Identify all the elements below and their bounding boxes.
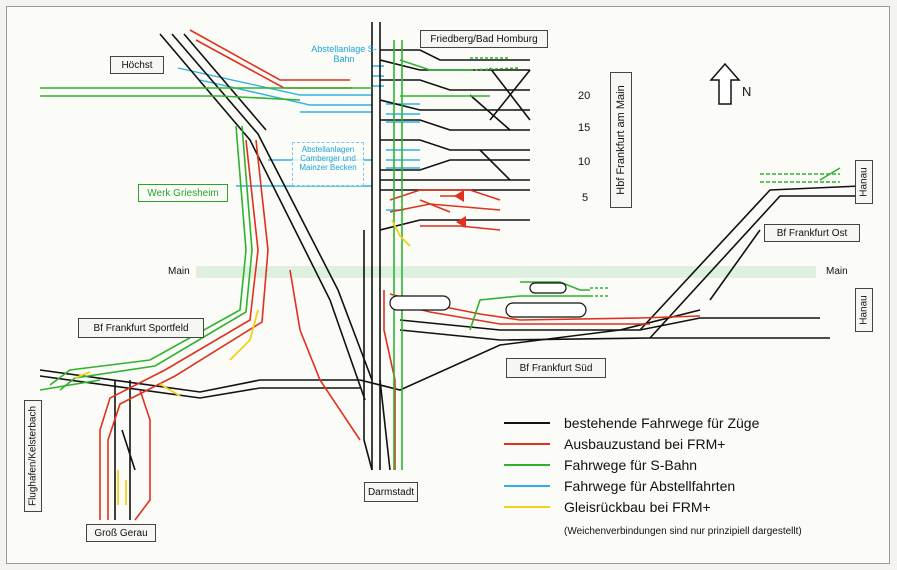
legend-item-expansion: Ausbauzustand bei FRM+ [504,434,725,454]
track-number-20: 20 [578,90,591,102]
legend-swatch [504,506,550,508]
legend-label: Gleisrückbau bei FRM+ [564,499,711,515]
north-arrow-icon [709,62,741,105]
facility-werk-griesheim: Werk Griesheim [138,184,228,202]
station-frankfurt-ost: Bf Frankfurt Ost [764,224,860,242]
station-hbf: Hbf Frankfurt am Main [610,72,632,208]
station-sportfeld: Bf Frankfurt Sportfeld [78,318,204,338]
station-hoechst: Höchst [110,56,164,74]
river-main [196,266,816,278]
legend-swatch [504,443,550,445]
track-number-5: 5 [582,192,589,204]
legend-label: Fahrwege für Abstellfahrten [564,478,736,494]
legend-swatch [504,485,550,487]
legend-note: (Weichenverbindungen sind nur prinzipiel… [564,526,802,537]
facility-abstellanlagen-camberger: Abstellanlagen Camberger und Mainzer Bec… [292,142,364,186]
expansion-arrow-upper [454,190,464,202]
station-friedberg: Friedberg/Bad Homburg [420,30,548,48]
expansion-arrow-lower [456,216,466,228]
river-label-left: Main [168,266,190,277]
station-sued: Bf Frankfurt Süd [506,358,606,378]
legend-item-sbahn: Fahrwege für S-Bahn [504,455,697,475]
sued-station-shape [389,282,587,318]
legend-swatch [504,464,550,466]
station-hanau-mid: Hanau [855,288,873,332]
legend-label: Fahrwege für S-Bahn [564,457,698,473]
legend-label: bestehende Fahrwege für Züge [564,415,760,431]
station-darmstadt: Darmstadt [364,482,418,502]
facility-abstellanlage-sbahn: Abstellanlage S-Bahn [311,44,377,64]
existing-tracks [39,22,861,520]
track-number-15: 15 [578,122,591,134]
station-gross-gerau: Groß Gerau [86,524,156,542]
legend-item-existing: bestehende Fahrwege für Züge [504,413,759,433]
north-label: N [742,84,752,99]
station-flughafen: Flughafen/Kelsterbach [24,400,42,512]
removal-tracks [74,219,411,505]
station-hanau-top: Hanau [855,160,873,204]
legend-label: Ausbauzustand bei FRM+ [564,436,726,452]
legend-swatch [504,422,550,424]
diagram-frame [6,6,890,564]
track-number-10: 10 [578,156,591,168]
legend-item-parking: Fahrwege für Abstellfahrten [504,476,735,496]
legend-item-removal: Gleisrückbau bei FRM+ [504,497,711,517]
river-label-right: Main [826,266,848,277]
